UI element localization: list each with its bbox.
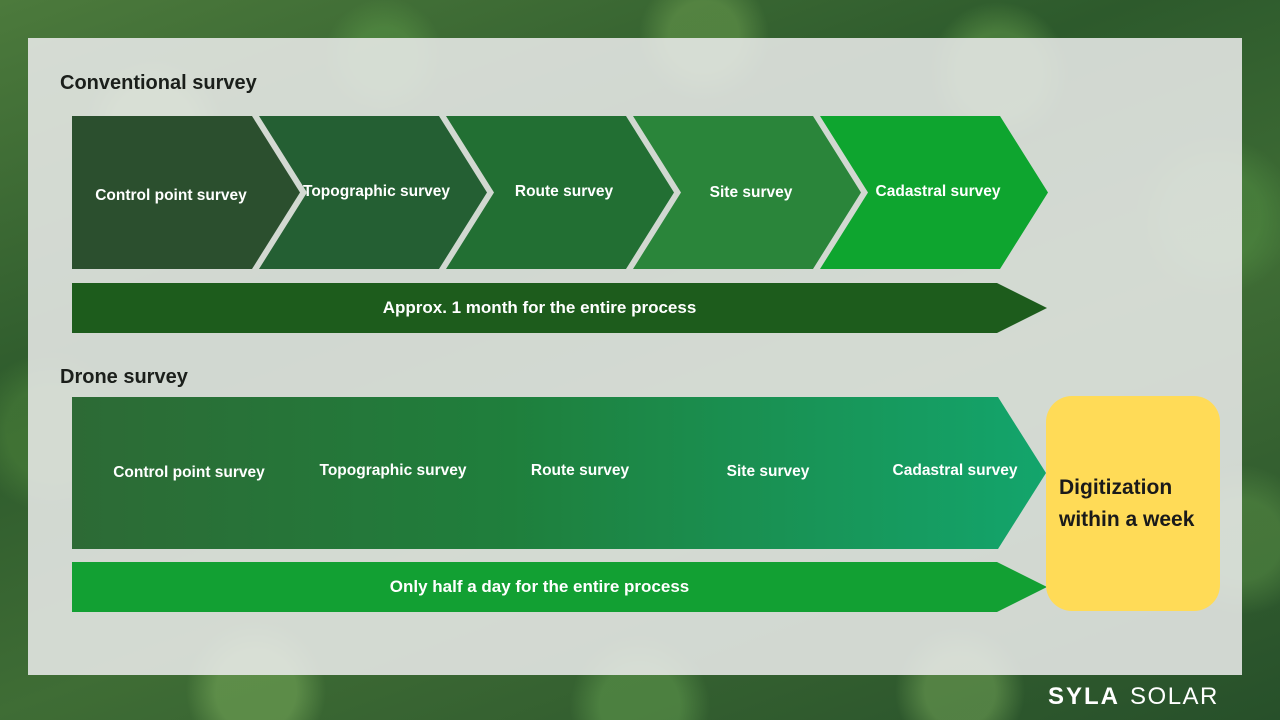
step-label: Site survey — [709, 183, 793, 201]
drone-process-arrow — [72, 397, 1046, 549]
duration-label: Only half a day for the entire process — [389, 577, 690, 596]
digitization-label: Digitization within a week — [1059, 476, 1195, 531]
step-label: Cadastral survey — [875, 182, 1001, 200]
drone-step-topographic: Topographic survey — [319, 462, 467, 479]
logo-part-solar: SOLAR — [1130, 683, 1219, 710]
step-label: Route survey — [514, 182, 614, 200]
drone-duration-bar: Only half a day for the entire process — [72, 562, 1047, 612]
conventional-step-control-point: Control point survey — [72, 116, 300, 269]
conventional-survey-title: Conventional survey — [60, 72, 257, 94]
logo-part-syla: SYLA — [1048, 683, 1121, 710]
drone-survey-title: Drone survey — [60, 366, 188, 388]
drone-step-cadastral: Cadastral survey — [892, 462, 1018, 479]
step-label: Topographic survey — [303, 182, 450, 200]
drone-step-route: Route survey — [530, 462, 630, 479]
drone-step-site: Site survey — [726, 463, 810, 480]
drone-step-control-point: Control point survey — [113, 464, 265, 481]
step-label: Control point survey — [95, 186, 247, 204]
syla-solar-logo: SYLA SOLAR — [1048, 683, 1219, 711]
conventional-duration-bar: Approx. 1 month for the entire process — [72, 283, 1047, 333]
digitization-box: Digitization within a week — [1046, 396, 1220, 611]
duration-label: Approx. 1 month for the entire process — [382, 298, 697, 317]
